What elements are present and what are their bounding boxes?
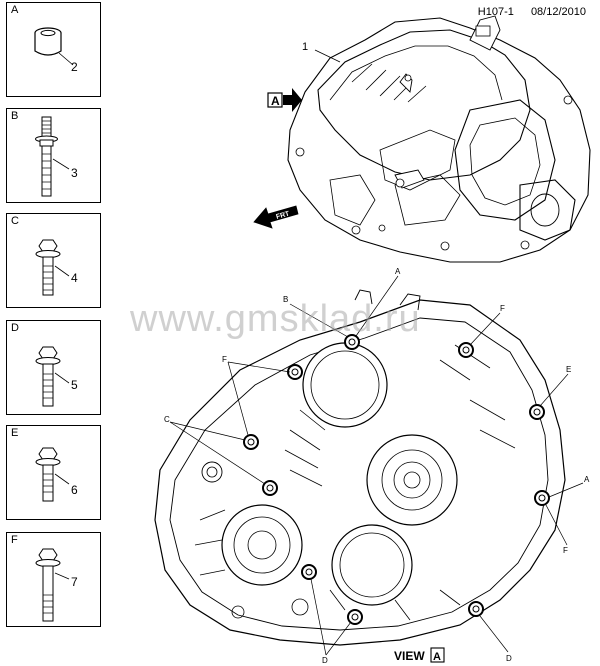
label-a-top: A — [395, 267, 401, 276]
bushing-icon — [34, 27, 74, 66]
leader-lines — [169, 275, 584, 656]
label-f-left: F — [222, 355, 227, 364]
panel-c-letter: C — [11, 215, 19, 227]
label-b: B — [283, 295, 288, 304]
panel-f: F 7 — [6, 532, 101, 627]
flange-bolt-icon — [35, 239, 70, 296]
flange-bolt-icon — [35, 346, 70, 407]
diagram-date: 08/12/2010 — [530, 6, 586, 18]
label-a-right: A — [584, 475, 590, 484]
panel-e: E 6 — [6, 425, 101, 520]
label-c: C — [164, 415, 170, 424]
label-e: E — [566, 365, 571, 374]
front-arrow-icon: FRT — [253, 205, 299, 229]
view-arrow-letter: A — [271, 94, 280, 108]
panel-c-number: 4 — [71, 271, 78, 285]
callout-1-label: 1 — [302, 41, 308, 53]
panel-b: B 3 — [6, 108, 101, 203]
panel-e-letter: E — [11, 427, 19, 439]
panel-f-letter: F — [11, 534, 18, 546]
panel-a-letter: A — [11, 4, 19, 16]
label-f-bottom: F — [563, 546, 568, 555]
view-label-letter: A — [433, 651, 441, 663]
panel-f-number: 7 — [71, 575, 78, 589]
flange-bolt-icon — [35, 447, 70, 502]
long-flange-bolt-icon — [35, 548, 70, 622]
view-a-arrow: A — [267, 88, 302, 112]
panel-d-number: 5 — [71, 378, 78, 392]
panel-b-number: 3 — [71, 166, 78, 180]
stud-bolt-icon — [35, 116, 70, 197]
panel-a-number: 2 — [71, 60, 78, 74]
transmission-isometric — [287, 15, 591, 263]
label-d-right: D — [506, 654, 512, 663]
diagram-header: H107-1 08/12/2010 — [464, 6, 586, 18]
label-f-top: F — [500, 304, 505, 313]
panel-d-letter: D — [11, 322, 19, 334]
housing-view-a — [154, 289, 566, 646]
view-label-text: VIEW — [394, 649, 425, 663]
label-d-left: D — [322, 656, 328, 665]
panel-b-letter: B — [11, 110, 19, 122]
panel-a: A 2 — [6, 2, 101, 97]
front-arrow-label: FRT — [275, 210, 291, 221]
panel-e-number: 6 — [71, 483, 78, 497]
view-a-label: VIEW A — [394, 647, 445, 663]
diagram-code: H107-1 — [477, 6, 514, 18]
panel-c: C 4 — [6, 213, 101, 308]
bolt-markers — [243, 334, 550, 625]
panel-d: D 5 — [6, 320, 101, 415]
